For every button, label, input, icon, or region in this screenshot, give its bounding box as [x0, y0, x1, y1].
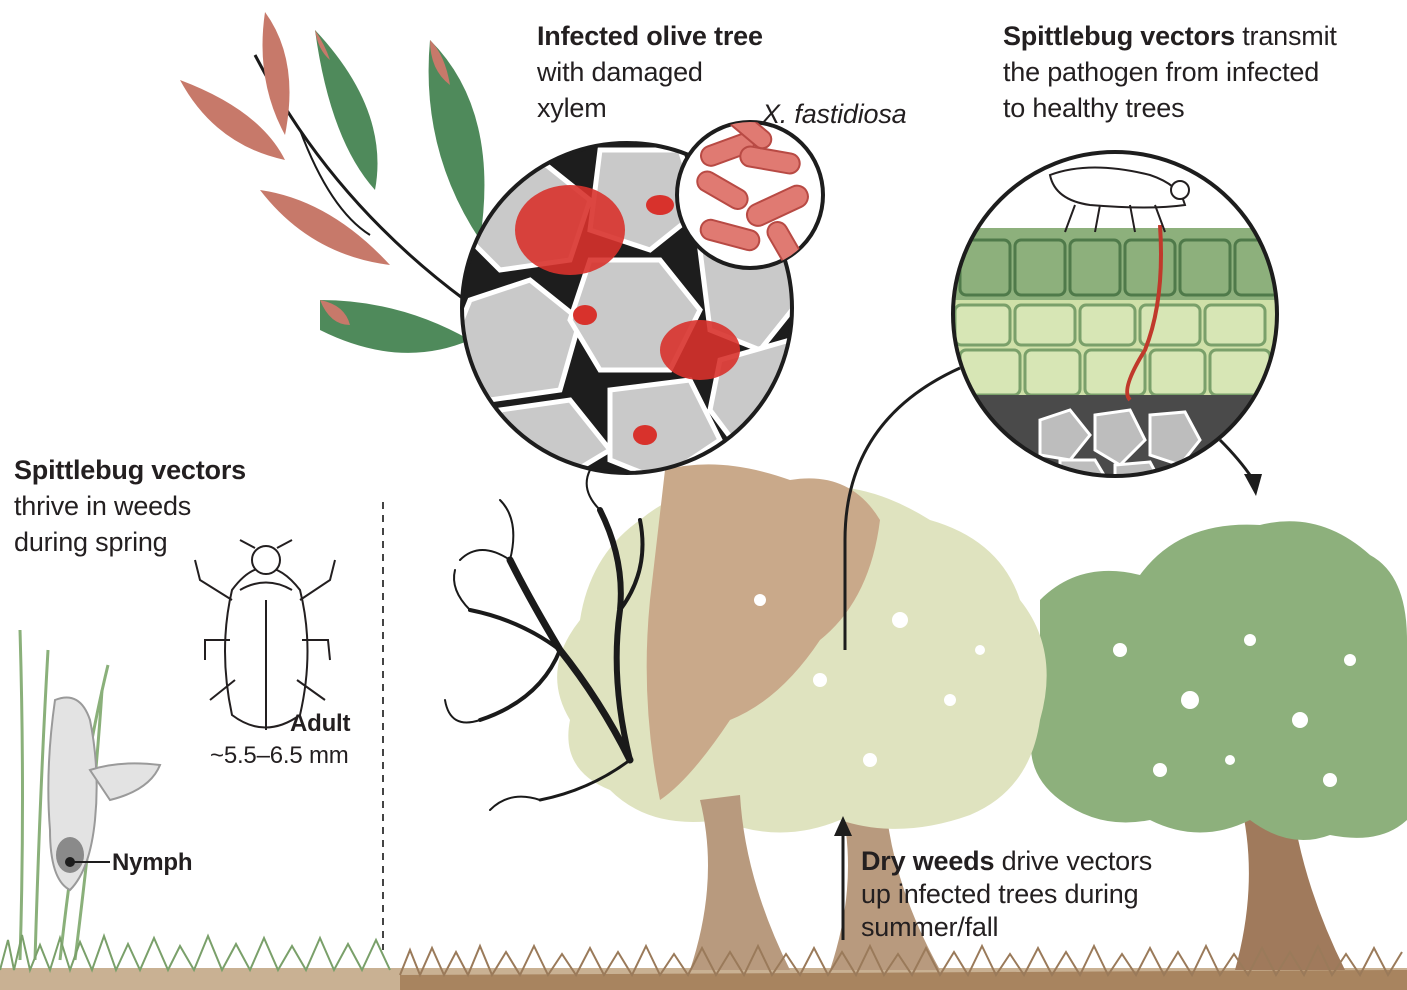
nymph-label: Nymph — [112, 848, 192, 878]
arrowhead-down-icon — [1244, 474, 1262, 496]
green-leaf — [320, 300, 470, 353]
olive-desc-2: xylem — [537, 93, 607, 123]
green-leaf — [315, 30, 378, 190]
olive-title: Infected olive tree — [537, 21, 763, 51]
ground — [0, 968, 1407, 990]
olive-desc-1: with damaged — [537, 57, 703, 87]
transmit-desc-2: the pathogen from infected — [1003, 57, 1319, 87]
weeds-desc-1: thrive in weeds — [14, 491, 191, 521]
weeds-title: Spittlebug vectors — [14, 455, 246, 485]
bacterium-label: X. fastidiosa — [762, 96, 906, 132]
dry-desc-3: summer/fall — [861, 912, 998, 942]
dry-title: Dry weeds — [861, 846, 994, 876]
grass — [0, 935, 390, 970]
plant-tissue-section — [950, 152, 1285, 492]
adult-size-label: ~5.5–6.5 mm — [210, 741, 349, 771]
transmit-title: Spittlebug vectors — [1003, 21, 1235, 51]
weeds-desc-2: during spring — [14, 527, 168, 557]
arrow-to-healthy-tree — [1220, 440, 1252, 478]
transmit-desc-3: to healthy trees — [1003, 93, 1184, 123]
dry-desc-2: up infected trees during — [861, 879, 1138, 909]
olive-label: Infected olive tree with damaged xylem — [537, 18, 763, 126]
dry-weeds-label: Dry weeds drive vectors up infected tree… — [861, 845, 1152, 944]
spittlebug-adult-icon — [195, 540, 335, 730]
adult-label: Adult — [290, 709, 350, 739]
transmit-desc-1: transmit — [1235, 21, 1337, 51]
transmit-label: Spittlebug vectors transmit the pathogen… — [1003, 18, 1337, 126]
green-leaf — [429, 40, 485, 240]
olive-branch — [180, 12, 484, 353]
weeds-label: Spittlebug vectors thrive in weeds durin… — [14, 452, 246, 560]
dry-desc-1: drive vectors — [994, 846, 1152, 876]
